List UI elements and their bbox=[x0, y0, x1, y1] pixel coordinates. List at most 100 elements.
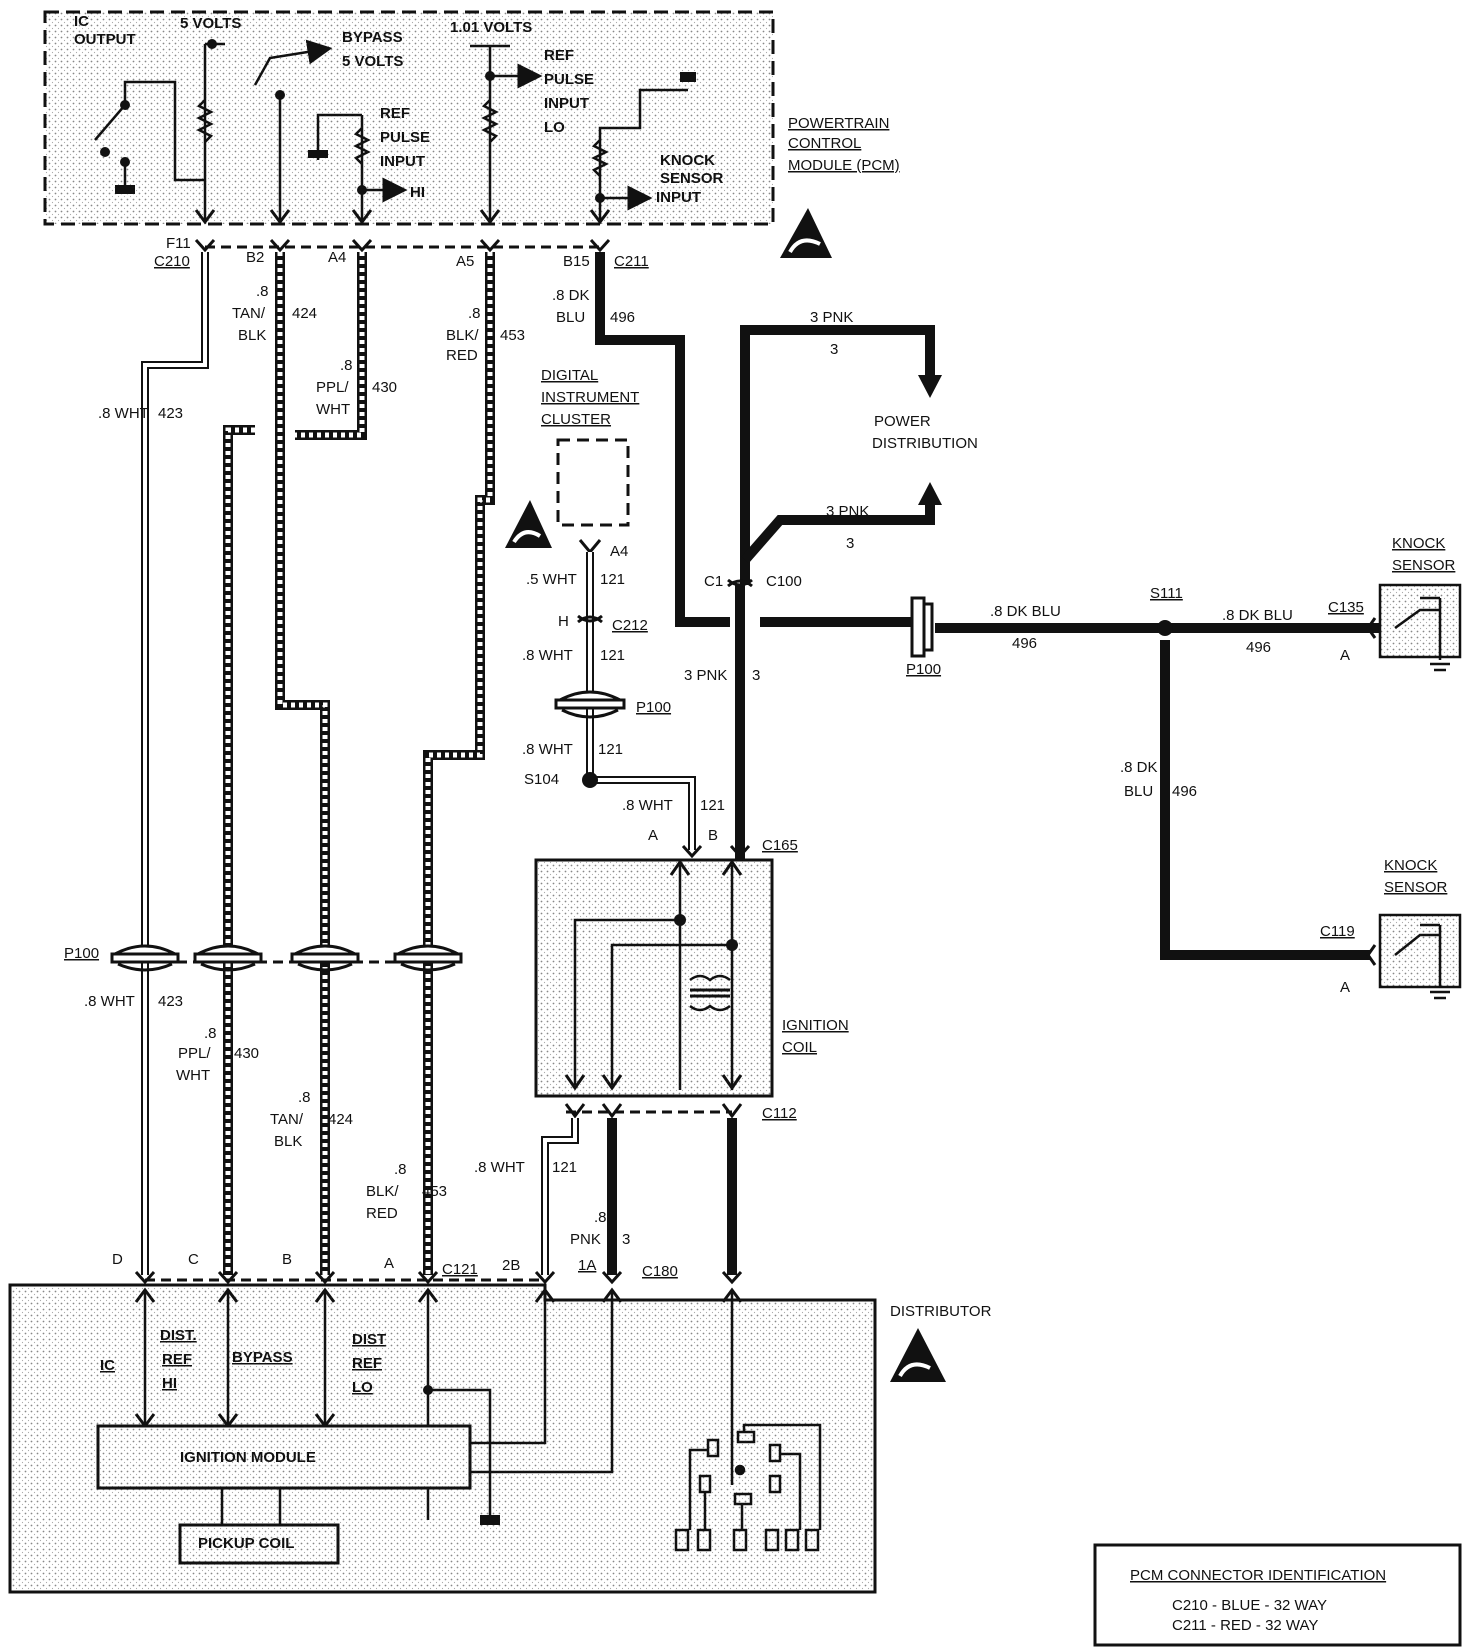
c180-label: C180 bbox=[642, 1263, 678, 1280]
p100-left-connectors bbox=[110, 944, 463, 972]
pnk-mid: 3 PNK bbox=[826, 503, 869, 520]
knock1-pin: A bbox=[1340, 647, 1350, 664]
wire-453 bbox=[423, 252, 495, 1275]
pcm-connector-legend: PCM CONNECTOR IDENTIFICATION C210 - BLUE… bbox=[1093, 1543, 1462, 1647]
pickup-coil-label: PICKUP COIL bbox=[198, 1535, 294, 1552]
wire-496 bbox=[595, 252, 730, 627]
c112-connector bbox=[564, 1103, 743, 1119]
blu-right2: .8 DK BLU bbox=[1222, 607, 1293, 624]
w424-num: 424 bbox=[292, 305, 317, 322]
blu-right2-num: 496 bbox=[1246, 639, 1271, 656]
w453-low-color-2: RED bbox=[366, 1205, 398, 1222]
w453-color-2: RED bbox=[446, 347, 478, 364]
w496-color: BLU bbox=[556, 309, 585, 326]
pnk-top: 3 PNK bbox=[810, 309, 853, 326]
ref-lo-4: LO bbox=[544, 119, 565, 136]
pnk-dist-num: 3 bbox=[622, 1231, 630, 1248]
s104-label: S104 bbox=[524, 771, 559, 788]
w430-num: 430 bbox=[372, 379, 397, 396]
ref-lo-3: INPUT bbox=[544, 95, 589, 112]
dist-ref-hi-3: HI bbox=[162, 1375, 177, 1392]
esd-warning-icon bbox=[890, 1328, 946, 1382]
p100-right-label: P100 bbox=[906, 661, 941, 678]
w423-low: .8 WHT bbox=[84, 993, 135, 1010]
pcm-title-3: MODULE (PCM) bbox=[788, 157, 900, 174]
p100-right-connector bbox=[910, 596, 934, 658]
knock-sensor-1 bbox=[1366, 583, 1462, 672]
wire-121 bbox=[586, 552, 696, 850]
pnk-dist-size: .8 bbox=[594, 1209, 607, 1226]
knock-input-1: KNOCK bbox=[660, 152, 715, 169]
s104-splice bbox=[582, 772, 598, 788]
w423-low-num: 423 bbox=[158, 993, 183, 1010]
pin-b2: B2 bbox=[246, 249, 264, 266]
w121-a-num: 121 bbox=[600, 571, 625, 588]
c212-label: C212 bbox=[612, 617, 648, 634]
wire-3-pink bbox=[735, 325, 942, 860]
cluster-label-1: DIGITAL bbox=[541, 367, 598, 384]
c100-connector bbox=[727, 578, 753, 588]
ref-lo-1: REF bbox=[544, 47, 574, 64]
w430-low-color-2: WHT bbox=[176, 1067, 210, 1084]
pnk-top-num: 3 bbox=[830, 341, 838, 358]
w430-color-1: PPL/ bbox=[316, 379, 349, 396]
c212-h: H bbox=[558, 613, 569, 630]
c121-c180-connectors bbox=[134, 1270, 743, 1285]
coil-pin-a: A bbox=[648, 827, 658, 844]
blu-right1-num: 496 bbox=[1012, 635, 1037, 652]
c165-label: C165 bbox=[762, 837, 798, 854]
blu-vert-num: 496 bbox=[1172, 783, 1197, 800]
ic-output-label-1: IC bbox=[74, 13, 89, 30]
ref-lo-2: PULSE bbox=[544, 71, 594, 88]
c135-label: C135 bbox=[1328, 599, 1364, 616]
power-dist-2: DISTRIBUTION bbox=[872, 435, 978, 452]
w430-low-size: .8 bbox=[204, 1025, 217, 1042]
c119-label: C119 bbox=[1320, 923, 1355, 940]
w424-color-1: TAN/ bbox=[232, 305, 266, 322]
w453-num: 453 bbox=[500, 327, 525, 344]
pnk-low-num: 3 bbox=[752, 667, 760, 684]
knock-input-3: INPUT bbox=[656, 189, 701, 206]
ic-output-label-2: OUTPUT bbox=[74, 31, 136, 48]
ref-hi-3: INPUT bbox=[380, 153, 425, 170]
legend-line2: C211 - RED - 32 WAY bbox=[1172, 1617, 1318, 1634]
knock1-label-2: SENSOR bbox=[1392, 557, 1456, 574]
knock1-label-1: KNOCK bbox=[1392, 535, 1445, 552]
w424-low-size: .8 bbox=[298, 1089, 311, 1106]
c112-label: C112 bbox=[762, 1105, 797, 1122]
bypass-label-1: BYPASS bbox=[342, 29, 403, 46]
w424-low-num: 424 bbox=[328, 1111, 353, 1128]
pnk-low: 3 PNK bbox=[684, 667, 727, 684]
dist-ic-label: IC bbox=[100, 1357, 115, 1374]
coil-pin-b: B bbox=[708, 827, 718, 844]
w121-a: .5 WHT bbox=[526, 571, 577, 588]
s111-splice bbox=[1157, 620, 1173, 636]
p100-mid-label: P100 bbox=[636, 699, 671, 716]
coil-label-1: IGNITION bbox=[782, 1017, 849, 1034]
conn-c211: C211 bbox=[614, 253, 649, 270]
dist-pin-2b: 2B bbox=[502, 1257, 520, 1274]
knock2-label-1: KNOCK bbox=[1384, 857, 1437, 874]
pnk-mid-num: 3 bbox=[846, 535, 854, 552]
pin-f11: F11 bbox=[166, 235, 191, 252]
w496-num: 496 bbox=[610, 309, 635, 326]
esd-warning-icon bbox=[505, 500, 552, 548]
w424-color-2: BLK bbox=[238, 327, 266, 344]
wire-496-to-c119 bbox=[1160, 640, 1370, 960]
dist-ref-hi-2: REF bbox=[162, 1351, 192, 1368]
w424-size: .8 bbox=[256, 283, 269, 300]
w121-d-num: 121 bbox=[700, 797, 725, 814]
conn-c210: C210 bbox=[154, 253, 190, 270]
c100-label: C100 bbox=[766, 573, 802, 590]
dist-pin-d: D bbox=[112, 1251, 123, 1268]
pin-a5: A5 bbox=[456, 253, 474, 270]
ignition-module-label: IGNITION MODULE bbox=[180, 1449, 316, 1466]
s111-label: S111 bbox=[1150, 585, 1183, 602]
pin-b15: B15 bbox=[563, 253, 590, 270]
power-dist-1: POWER bbox=[874, 413, 931, 430]
distributor-label: DISTRIBUTOR bbox=[890, 1303, 992, 1320]
w430-size: .8 bbox=[340, 357, 353, 374]
c165-connector bbox=[681, 844, 751, 859]
dist-ref-lo-2: REF bbox=[352, 1355, 382, 1372]
